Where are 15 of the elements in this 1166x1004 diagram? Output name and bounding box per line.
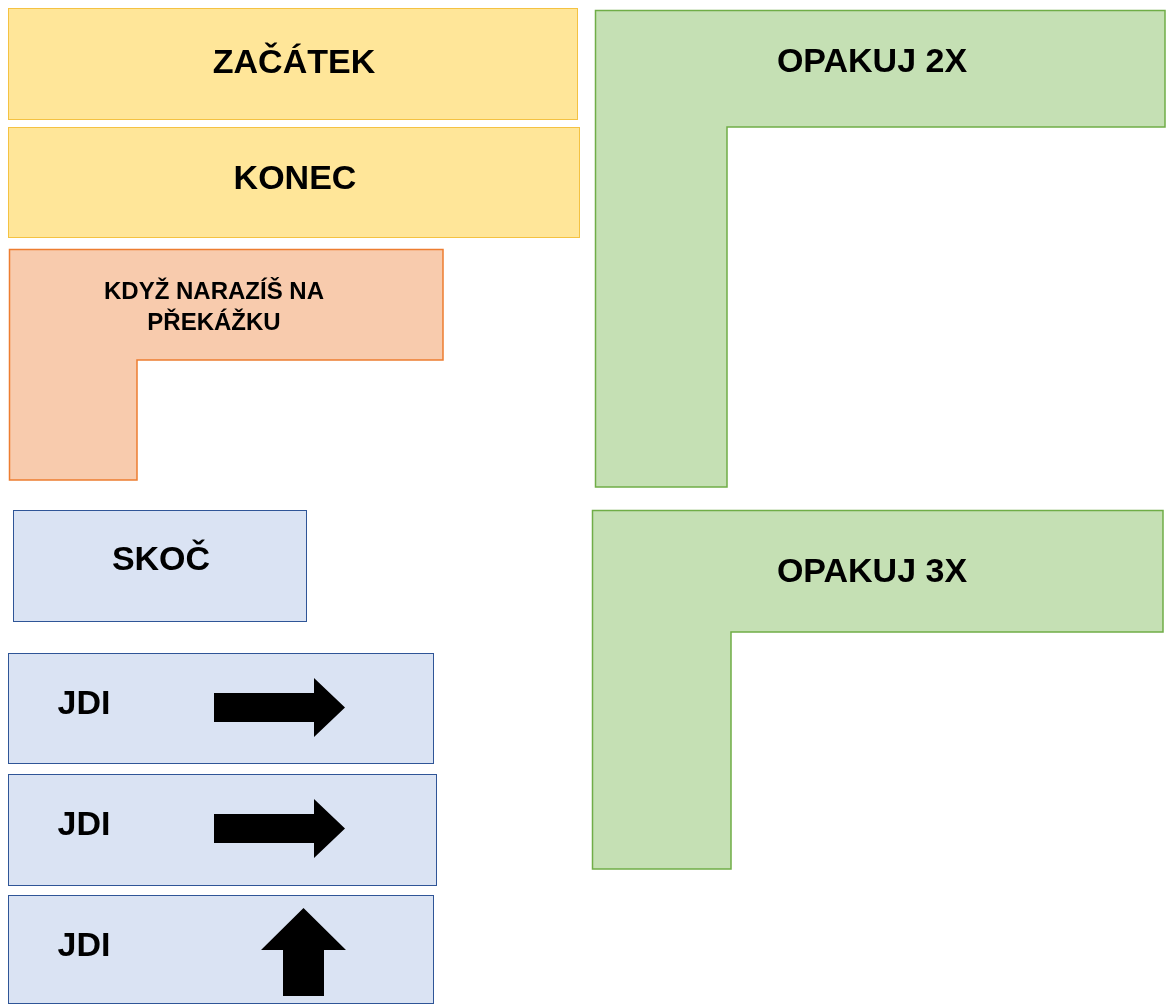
block-label: JDI bbox=[56, 924, 112, 965]
block-label: KONEC bbox=[232, 157, 358, 198]
block-label: OPAKUJ 2X bbox=[775, 40, 969, 81]
command-block bbox=[8, 895, 434, 1004]
command-block bbox=[8, 774, 437, 886]
command-block bbox=[8, 8, 578, 120]
block-label: JDI bbox=[56, 803, 112, 844]
block-label: ZAČÁTEK bbox=[211, 41, 377, 82]
command-block bbox=[8, 127, 580, 238]
block-label: SKOČ bbox=[110, 538, 212, 579]
block-label: JDI bbox=[56, 682, 112, 723]
block-label: KDYŽ NARAZÍŠ NA PŘEKÁŽKU bbox=[103, 276, 325, 338]
block-label: OPAKUJ 3X bbox=[775, 550, 969, 591]
command-block bbox=[8, 653, 434, 764]
command-block bbox=[13, 510, 307, 622]
